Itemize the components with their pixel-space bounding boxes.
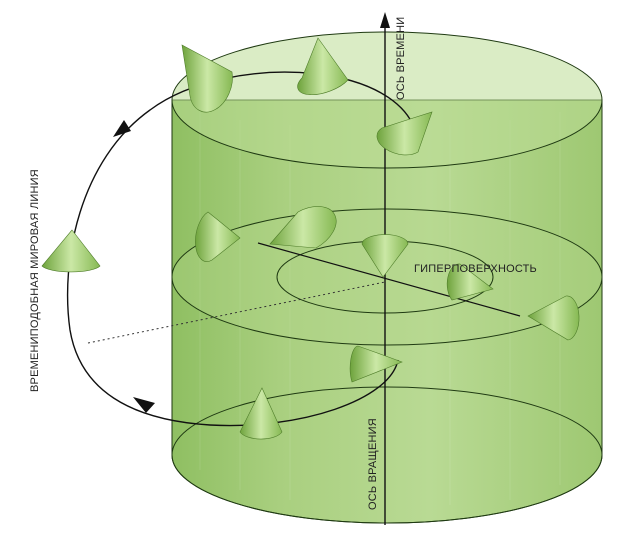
worldline-arrow-top [113,120,131,137]
light-cone [349,345,403,383]
time-axis-arrow [380,12,390,28]
middle-ring [171,208,603,346]
light-cones [41,37,580,440]
time-axis-label: ОСЬ ВРЕМЕНИ [395,17,407,100]
cylinder [171,31,603,524]
light-cone [41,229,101,273]
light-cone [195,211,241,262]
light-cone [446,263,494,301]
light-cone [269,206,337,249]
timelike-worldline [66,71,419,427]
cylinder-bottom-back [171,386,603,524]
rotation-axis-label: ОСЬ ВРАЩЕНИЯ [367,418,379,510]
light-cone [239,387,283,440]
timelike-worldline-label: ВРЕМЕНИПОДОБНАЯ МИРОВАЯ ЛИНИЯ [29,169,41,392]
light-cone [181,44,233,113]
dotted-connector [87,281,386,344]
worldline-loop [66,71,419,427]
light-cone [527,295,580,341]
light-cone [297,37,349,96]
worldline-arrow-bottom [133,397,155,413]
hypersurface-label: ГИПЕРПОВЕРХНОСТЬ [414,263,537,275]
hypersurface-line [257,242,521,317]
cylinder-texture [199,110,561,505]
light-cone [376,111,433,156]
cylinder-top [171,31,603,169]
light-cone [361,234,409,278]
